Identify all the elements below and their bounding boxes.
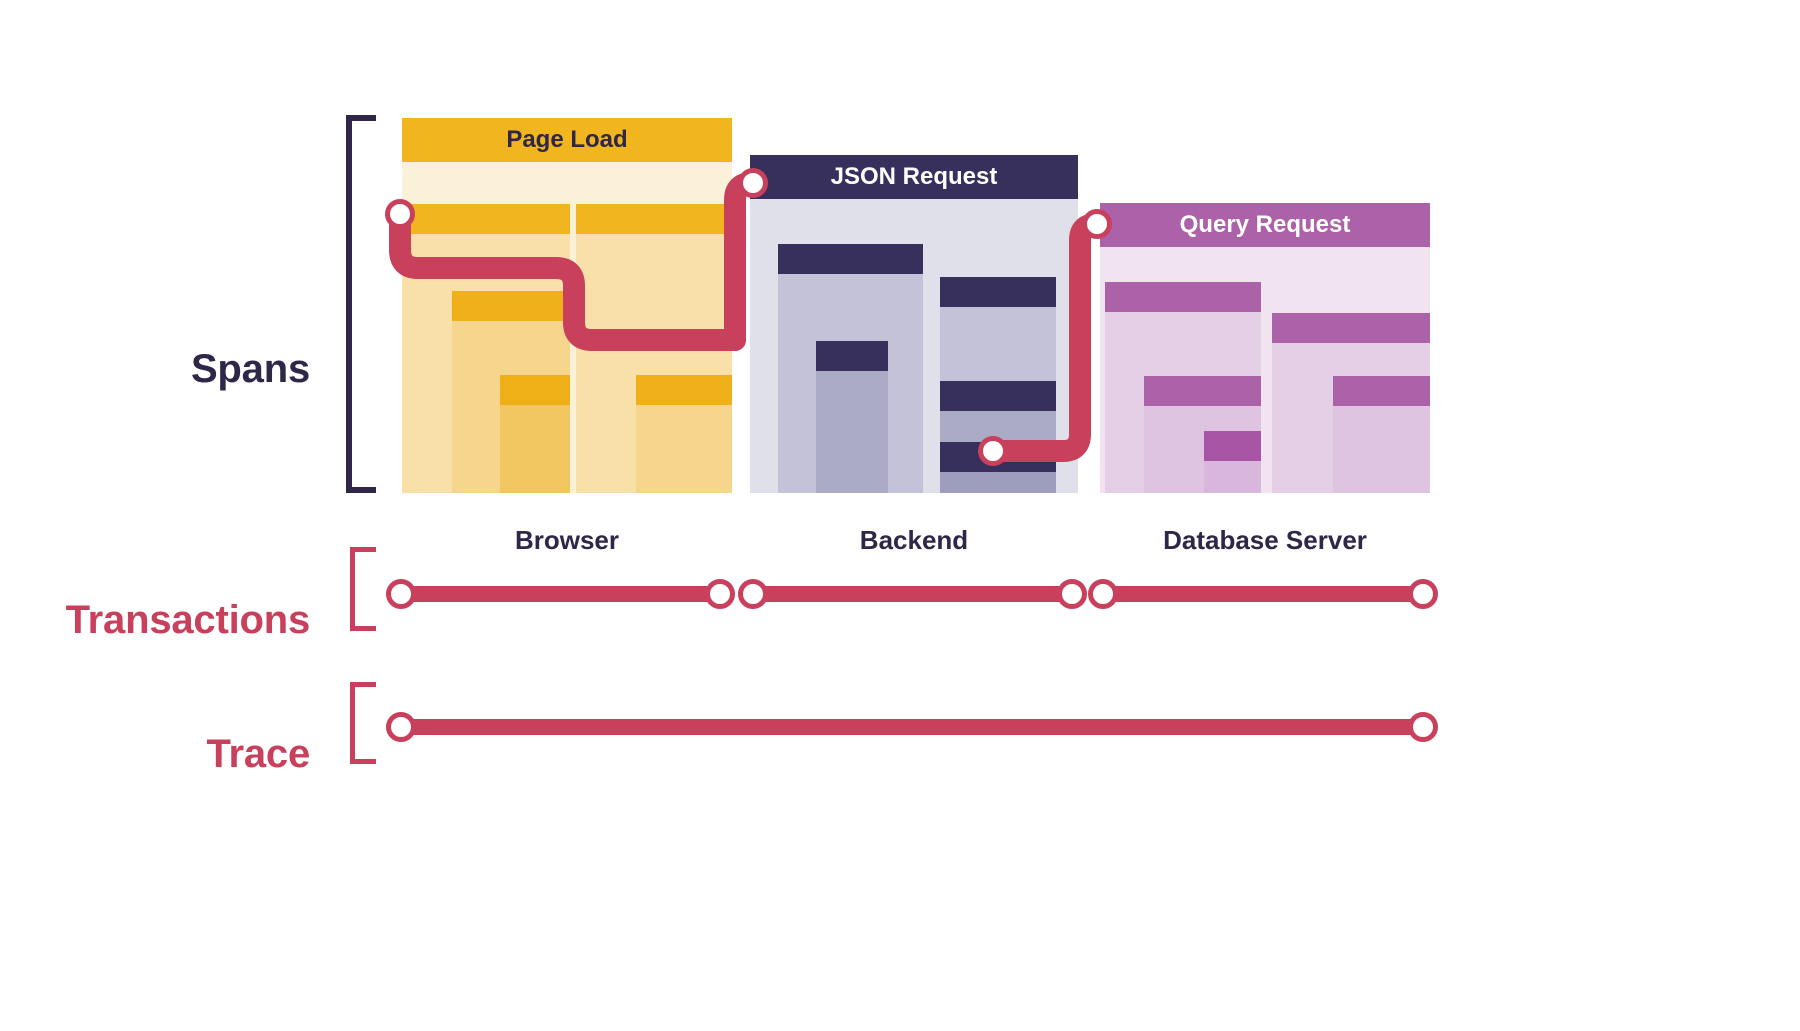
span-cap <box>452 291 570 321</box>
span-body <box>636 405 732 493</box>
database-span-l3-left <box>1204 431 1261 493</box>
span-cap <box>1272 313 1430 343</box>
span-cap <box>1144 376 1261 406</box>
transaction-line-backend <box>750 586 1078 602</box>
service-name-database: Database Server <box>1100 525 1430 556</box>
span-body <box>1204 461 1261 493</box>
service-name-browser: Browser <box>402 525 732 556</box>
span-body <box>816 371 888 493</box>
row-label-transactions: Transactions <box>65 598 311 642</box>
service-column-browser: Page Load <box>402 118 732 493</box>
span-cap <box>636 375 732 405</box>
span-body <box>940 472 1056 493</box>
browser-transaction-label: Page Load <box>506 126 628 153</box>
span-cap <box>940 277 1056 307</box>
span-dot-database-root <box>1082 209 1112 239</box>
span-cap <box>402 204 570 234</box>
span-dot-backend-root <box>738 168 768 198</box>
browser-transaction-header: Page Load <box>402 118 732 162</box>
span-cap <box>816 341 888 371</box>
transaction-dot-browser-end[interactable] <box>705 579 735 609</box>
service-name-text: Database Server <box>1163 525 1367 555</box>
database-transaction-header: Query Request <box>1100 203 1430 247</box>
database-transaction-label: Query Request <box>1179 211 1351 238</box>
span-cap <box>1204 431 1261 461</box>
bracket-spans <box>346 115 376 493</box>
service-name-text: Browser <box>514 525 620 555</box>
span-cap <box>940 381 1056 411</box>
span-cap <box>1105 282 1261 312</box>
browser-span-l2-right <box>636 375 732 493</box>
row-label-spans: Spans <box>190 347 310 391</box>
service-name-text: Backend <box>859 525 969 555</box>
span-cap <box>778 244 923 274</box>
transaction-line-database <box>1100 586 1430 602</box>
database-span-l2-right <box>1333 376 1430 493</box>
span-dot-browser-root <box>385 199 415 229</box>
transaction-dot-database-start[interactable] <box>1088 579 1118 609</box>
span-body <box>1333 406 1430 493</box>
service-name-backend: Backend <box>750 525 1078 556</box>
backend-span-l2-left <box>816 341 888 493</box>
transaction-line-browser <box>400 586 728 602</box>
transaction-dot-database-end[interactable] <box>1408 579 1438 609</box>
service-column-backend: JSON Request <box>750 155 1078 493</box>
transaction-dot-backend-end[interactable] <box>1057 579 1087 609</box>
span-cap <box>576 204 732 234</box>
span-dot-backend-child <box>978 436 1008 466</box>
service-column-database: Query Request <box>1100 203 1430 493</box>
span-cap <box>500 375 570 405</box>
row-label-trace: Trace <box>206 732 310 776</box>
transaction-dot-backend-start[interactable] <box>738 579 768 609</box>
browser-span-l3-left <box>500 375 570 493</box>
backend-transaction-header: JSON Request <box>750 155 1078 199</box>
trace-dot-end[interactable] <box>1408 712 1438 742</box>
trace-dot-start[interactable] <box>386 712 416 742</box>
bracket-trace <box>350 682 376 764</box>
bracket-transactions <box>350 547 376 631</box>
span-body <box>500 405 570 493</box>
backend-transaction-label: JSON Request <box>830 163 998 190</box>
span-cap <box>1333 376 1430 406</box>
trace-line <box>400 719 1430 735</box>
transaction-dot-browser-start[interactable] <box>386 579 416 609</box>
